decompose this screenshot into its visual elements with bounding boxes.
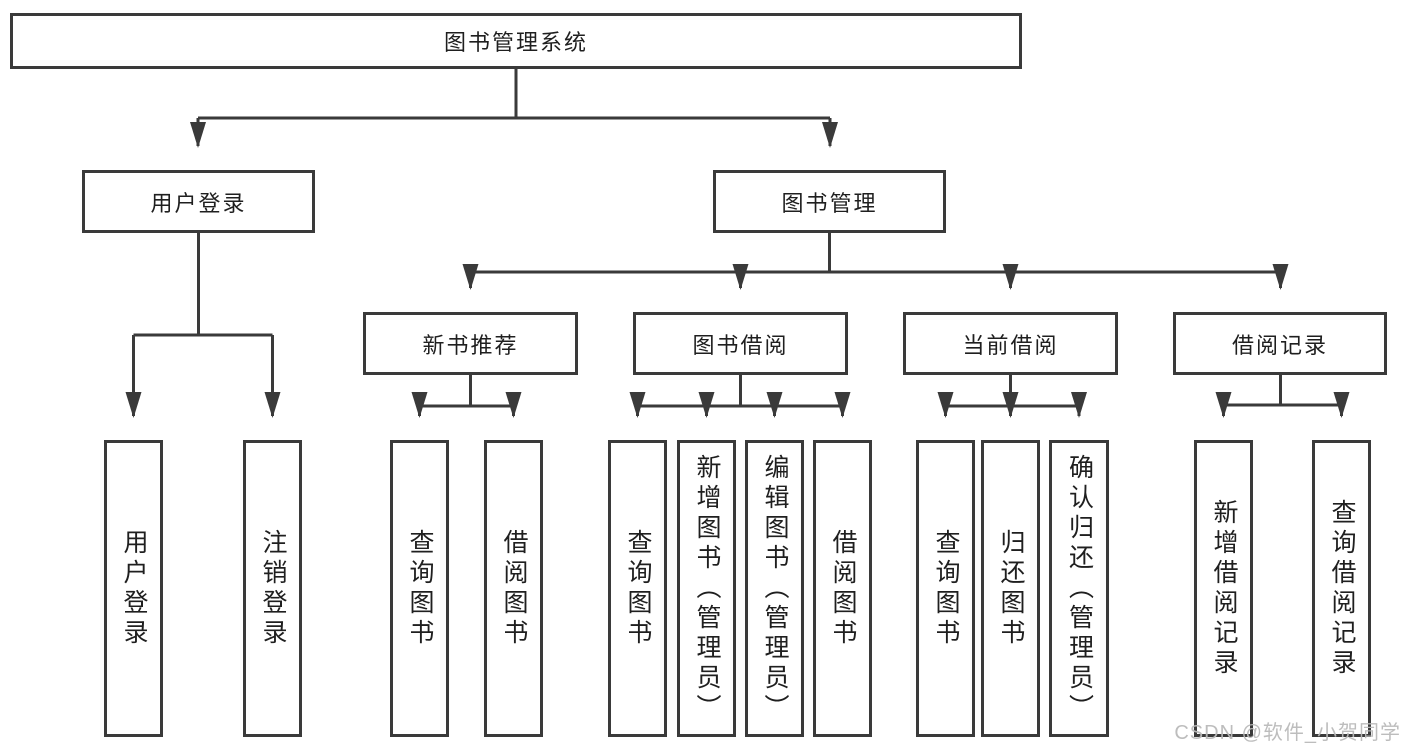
node-root-system: 图书管理系统	[10, 13, 1022, 69]
leaf-logout: 注销登录	[243, 440, 302, 737]
leaf-borrow-add-books-admin: 新增图书（管理员）	[677, 440, 736, 737]
leaf-newbook-borrow-books: 借阅图书	[484, 440, 543, 737]
leaf-current-confirm-return-admin: 确认归还（管理员）	[1049, 440, 1109, 737]
node-book-management: 图书管理	[713, 170, 946, 233]
leaf-current-query-books: 查询图书	[916, 440, 975, 737]
leaf-record-query-borrow-record: 查询借阅记录	[1312, 440, 1371, 737]
leaf-newbook-query-books: 查询图书	[390, 440, 449, 737]
csdn-watermark: CSDN @软件_小贺同学	[1174, 722, 1401, 744]
leaf-record-add-borrow-record: 新增借阅记录	[1194, 440, 1253, 737]
leaf-borrow-edit-books-admin: 编辑图书（管理员）	[745, 440, 804, 737]
node-new-book-recommend: 新书推荐	[363, 312, 578, 375]
node-user-login: 用户登录	[82, 170, 315, 233]
leaf-user-login: 用户登录	[104, 440, 163, 737]
leaf-borrow-query-books: 查询图书	[608, 440, 667, 737]
node-borrow-records: 借阅记录	[1173, 312, 1387, 375]
leaf-current-return-books: 归还图书	[981, 440, 1040, 737]
node-book-borrowing: 图书借阅	[633, 312, 848, 375]
leaf-borrow-borrow-books: 借阅图书	[813, 440, 872, 737]
node-current-borrowing: 当前借阅	[903, 312, 1118, 375]
